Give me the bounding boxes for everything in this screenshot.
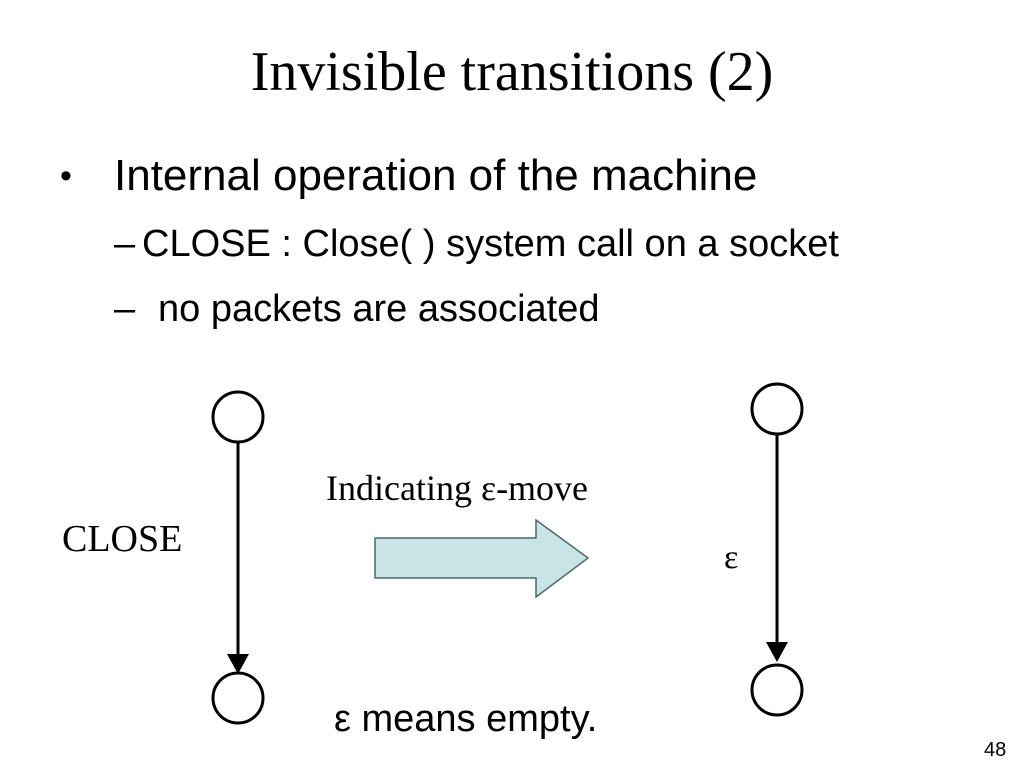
dash-marker: – [114,288,136,330]
sub-bullet-text: CLOSE : Close( ) system call on a socket [142,223,839,265]
block-arrow-shape [374,518,590,599]
epsilon-transition-label: ε [724,539,739,576]
page-number: 48 [984,739,1007,761]
arrow-caption: Indicating ε-move [326,468,589,508]
left-source-state [211,390,265,444]
bullet-marker: • [60,157,72,195]
right-target-state [750,663,804,717]
close-transition-label: CLOSE [62,518,183,560]
left-arrowhead [227,654,249,674]
bullet-text: Internal operation of the machine [114,151,758,200]
right-arrowhead [766,642,788,662]
footnote: ε means empty. [334,698,598,740]
left-target-state [211,671,265,725]
right-source-state [750,382,804,436]
dash-marker: – [114,223,136,265]
page-title: Invisible transitions (2) [250,41,774,103]
sub-bullet-text: no packets are associated [158,288,600,330]
